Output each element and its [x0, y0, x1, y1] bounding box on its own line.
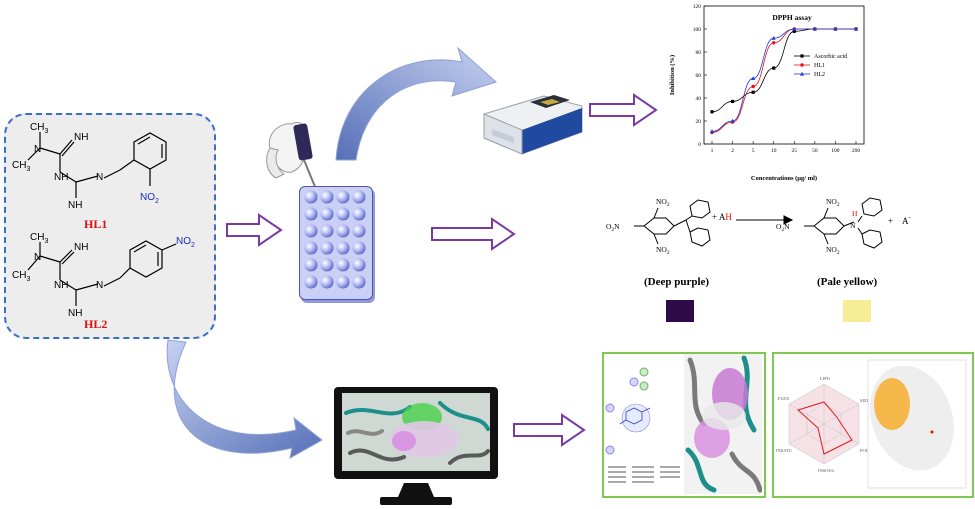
pale-yellow-label: (Pale yellow)	[817, 276, 878, 288]
y-tick-label: 20	[696, 119, 702, 125]
arrow-monitor-to-docking	[513, 413, 586, 447]
admet-image: LIPO SIZE POLAR INSOLU INSATU FLEX	[776, 359, 967, 489]
y-tick-label: 120	[693, 4, 702, 10]
hl2-label: HL2	[84, 317, 107, 331]
hl1-nitro: NO2	[140, 192, 159, 205]
y-tick-label: 60	[696, 73, 702, 79]
hl1-ch3-left: CH3	[12, 160, 30, 173]
point-Ascorbic acid	[772, 66, 776, 70]
arrow-plate-to-reaction	[431, 217, 516, 251]
arrow-box-to-plate	[226, 213, 283, 247]
hl2-nitro: NO2	[176, 236, 195, 249]
docking-interactions-image	[605, 354, 762, 494]
reaction-a-minus: A-	[902, 215, 911, 226]
hl1-n: N	[34, 144, 41, 155]
hl1-nh-top: NH	[74, 132, 88, 143]
curved-arrow-bottom	[166, 339, 323, 459]
point-HL2	[710, 129, 714, 133]
y-tick-label: 0	[698, 142, 701, 148]
point-Ascorbic acid	[800, 54, 804, 58]
x-tick-label: 2	[731, 148, 734, 154]
point-HL1	[800, 63, 804, 67]
spectrophotometer-icon	[483, 95, 583, 155]
hl2-n-imine: N	[96, 280, 103, 291]
radar-label-lipo: LIPO	[820, 376, 831, 381]
reaction-hydrazine-n: N	[850, 221, 856, 230]
arrow-spectro-to-chart	[589, 93, 658, 127]
chart-title: DPPH assay	[772, 13, 812, 22]
reaction-right-no2-bottom: NO2	[826, 245, 840, 256]
reaction-right-no2-top: NO2	[826, 197, 840, 208]
hl1-n-imine: N	[96, 172, 103, 183]
point-HL2	[730, 118, 735, 123]
pale-yellow-swatch	[843, 300, 871, 322]
point-HL2	[792, 26, 797, 31]
hand-pipette-icon	[266, 122, 319, 195]
hl2-nh-mid: NH	[54, 280, 68, 291]
point-Ascorbic acid	[751, 90, 755, 94]
deep-purple-label: (Deep purple)	[644, 276, 710, 288]
compounds-box	[4, 113, 216, 339]
chart-ylabel: Inhibition (%)	[669, 55, 676, 95]
x-tick-label: 1	[711, 148, 714, 154]
reaction-plus-ah: + AH	[712, 212, 732, 222]
y-tick-label: 80	[696, 50, 702, 56]
well-plate-wells	[304, 190, 366, 289]
reaction-right-no2-para: O2N	[776, 222, 790, 233]
radar-label-insatu: INSATU	[776, 448, 793, 453]
reaction-left-no2-bottom: NO2	[656, 245, 670, 256]
point-HL2	[854, 26, 858, 31]
hl2-n: N	[34, 252, 41, 263]
hl1-nh-mid: NH	[54, 172, 68, 183]
point-HL2	[771, 36, 776, 40]
hl1-ch3-top: CH3	[30, 122, 48, 135]
x-tick-label: 100	[831, 148, 840, 154]
point-HL2	[812, 26, 817, 31]
legend-label-HL2: HL2	[814, 72, 825, 78]
x-tick-label: 25	[792, 148, 798, 154]
x-tick-label: 10	[771, 148, 777, 154]
hl1-nh-bottom: NH	[68, 200, 82, 211]
point-HL2	[751, 76, 756, 81]
compounds-structures: CH3 N CH3 NH NH N NH NO2 HL1 CH3 N CH3 N…	[12, 122, 195, 331]
point-HL2	[833, 26, 838, 31]
reaction-left-no2-top: NO2	[656, 197, 670, 208]
reaction-left-no2-para: O2N	[606, 222, 620, 233]
reaction-h-atom: H	[852, 209, 858, 218]
x-tick-label: 50	[812, 148, 818, 154]
reaction-plus-two: +	[888, 216, 893, 226]
deep-purple-swatch	[666, 300, 694, 322]
hl2-ch3-left: CH3	[12, 270, 30, 283]
legend-label-Ascorbic acid: Ascorbic acid	[814, 54, 847, 60]
hl2-nh-top: NH	[74, 242, 88, 253]
radar-label-polar: POLAR	[860, 448, 875, 453]
point-Ascorbic acid	[710, 110, 714, 114]
hl2-ch3-top: CH3	[30, 232, 48, 245]
point-HL1	[772, 41, 776, 45]
point-HL1	[751, 84, 755, 89]
hl2-nh-bottom: NH	[68, 308, 82, 319]
dpph-reaction: O2N NO2 NO2 + AH O2N NO2 NO2 H N + A-	[606, 197, 911, 256]
radar-label-insolu: INSOLU	[818, 468, 835, 473]
hl1-label: HL1	[84, 217, 107, 231]
point-Ascorbic acid	[730, 99, 735, 104]
series-line-HL2	[711, 28, 856, 132]
y-tick-label: 100	[693, 27, 702, 33]
y-tick-label: 40	[696, 96, 702, 102]
point-HL2	[800, 71, 804, 76]
radar-label-flex: FLEX	[778, 396, 790, 401]
dpph-chart: DPPH assay Inhibition (%) Concentrations…	[669, 4, 865, 182]
point-Ascorbic acid	[792, 29, 796, 33]
x-tick-label: 200	[852, 148, 861, 154]
radar-label-size: SIZE	[860, 398, 870, 403]
curved-arrow-top	[335, 46, 497, 161]
legend-label-HL1: HL1	[814, 63, 825, 69]
monitor-icon	[334, 387, 498, 505]
x-tick-label: 5	[752, 148, 755, 154]
chart-xlabel: Concentrations (µg/ ml)	[751, 175, 817, 182]
